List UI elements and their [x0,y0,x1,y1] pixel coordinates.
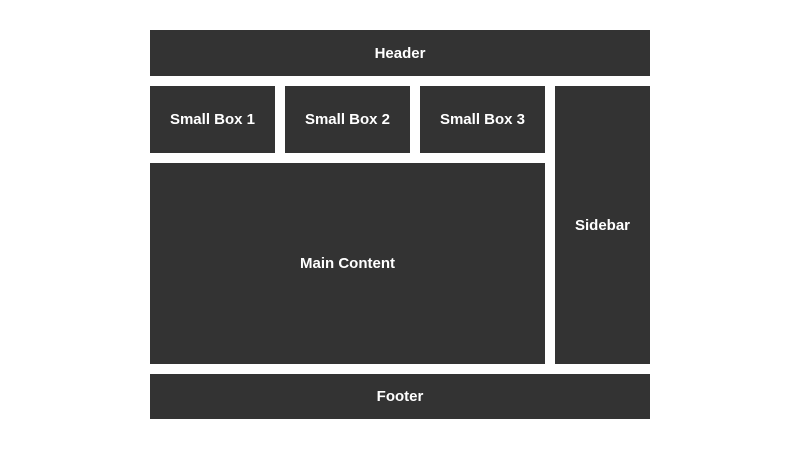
main-content-region: Main Content [150,163,545,364]
main-content-label: Main Content [300,255,395,272]
footer-region: Footer [150,374,650,419]
small-box-2-label: Small Box 2 [304,111,391,128]
header-label: Header [374,44,426,62]
small-box-3: Small Box 3 [420,86,545,153]
small-box-1-label: Small Box 1 [169,111,256,128]
sidebar-region: Sidebar [555,86,650,364]
footer-label: Footer [376,388,424,405]
layout-wireframe: Header Small Box 1 Small Box 2 Small Box… [150,30,650,419]
small-box-2: Small Box 2 [285,86,410,153]
small-box-1: Small Box 1 [150,86,275,153]
header-region: Header [150,30,650,76]
sidebar-label: Sidebar [574,216,631,234]
small-box-3-label: Small Box 3 [439,111,526,128]
